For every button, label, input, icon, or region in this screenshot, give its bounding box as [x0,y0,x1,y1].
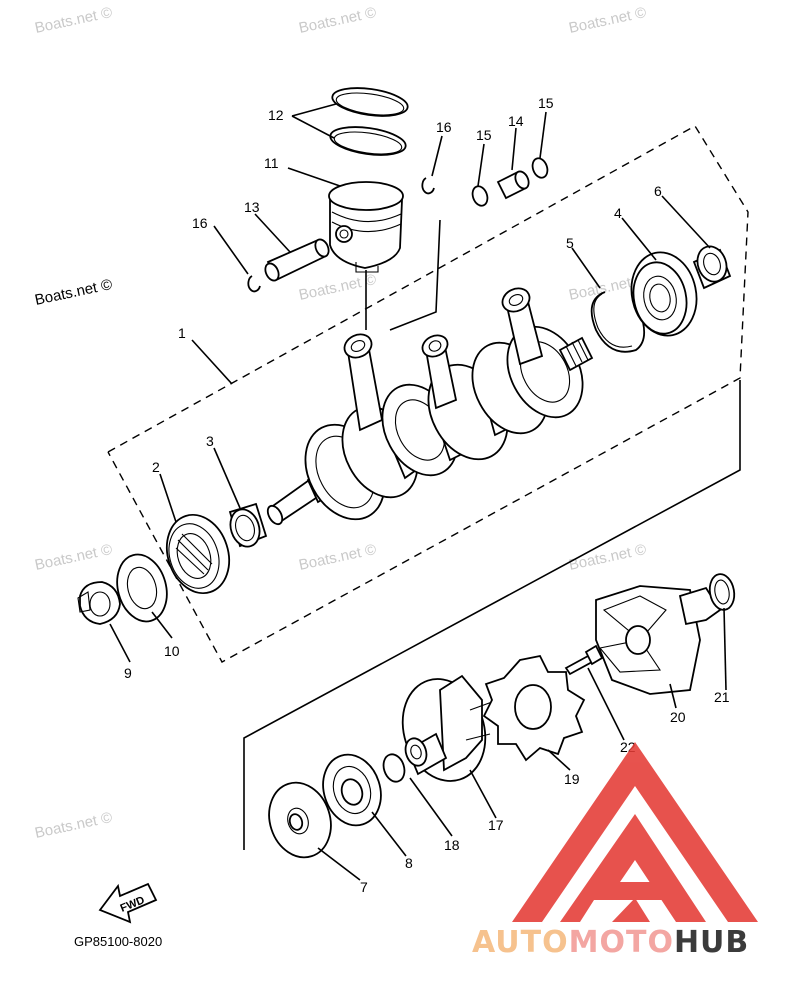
callout-10: 10 [164,643,180,659]
impeller-19 [482,654,586,762]
callout-17: 17 [488,817,504,833]
callout-3: 3 [206,433,214,449]
lock-ring-9 [77,581,121,625]
callout-6: 6 [654,183,662,199]
piston-pin [264,238,330,282]
pump-seal-7 [268,781,332,859]
circlip-5 [590,291,646,353]
washer-leader [389,219,441,331]
main-bearing-front [166,513,230,595]
watermark: Boats.net © [567,4,647,37]
circlip-right [421,177,435,195]
small-end-bearing [496,170,530,200]
callout-12: 12 [268,107,284,123]
piston [328,181,404,273]
brand-wordmark: AUTOMOTOHUB [472,925,749,960]
callout-11: 11 [264,155,279,171]
washer-15b [531,157,549,179]
pump-body-20 [595,585,722,695]
leader-lines [109,103,727,881]
crankshaft [266,287,594,526]
pump-housing-17 [401,674,495,782]
callout-21: 21 [714,689,730,705]
circlip-left [247,275,261,293]
watermark: Boats.net © [33,541,113,574]
callout-16b: 16 [192,215,208,231]
callout-16a: 16 [436,119,452,135]
piston-rings [329,87,409,156]
o-ring-21 [708,573,736,611]
crankshaft-group-outline [107,125,749,663]
watermark: Boats.net © [33,276,113,309]
pump-seal-8 [322,753,382,827]
washer-15a [471,185,489,207]
fwd-arrow-icon: FWD [98,882,158,924]
callout-15a: 15 [538,95,554,111]
bolt-22 [564,644,604,676]
sleeve-3 [228,502,268,548]
callout-15b: 15 [476,127,492,143]
washer-10 [116,553,168,623]
watermark: Boats.net © [297,541,377,574]
callout-9: 9 [124,665,132,681]
brand-hub: HUB [674,925,749,960]
watermark: Boats.net © [297,4,377,37]
brand-auto: AUTO [472,925,569,960]
o-ring-18 [382,753,406,783]
callout-14: 14 [508,113,524,129]
oil-seal-6 [692,245,732,290]
callout-numbers: 1 2 3 4 5 6 7 8 9 10 11 12 13 14 15 15 1… [124,95,730,895]
part-code: GP85100-8020 [74,934,162,949]
callout-20: 20 [670,709,686,725]
callout-18: 18 [444,837,460,853]
callout-13: 13 [244,199,260,215]
watermark: Boats.net © [33,4,113,37]
water-pump-group-bracket [243,380,741,850]
callout-5: 5 [566,235,574,251]
callout-1: 1 [178,325,186,341]
brand-logo-icon [512,742,758,922]
svg-text:AUTOMOTOHUB: AUTOMOTOHUB [472,925,749,960]
callout-8: 8 [405,855,413,871]
callout-7: 7 [360,879,368,895]
brand-moto: MOTO [569,925,674,960]
main-bearing-rear [630,251,698,337]
callout-4: 4 [614,205,622,221]
watermark: Boats.net © [33,809,113,842]
callout-19: 19 [564,771,580,787]
callout-2: 2 [152,459,160,475]
